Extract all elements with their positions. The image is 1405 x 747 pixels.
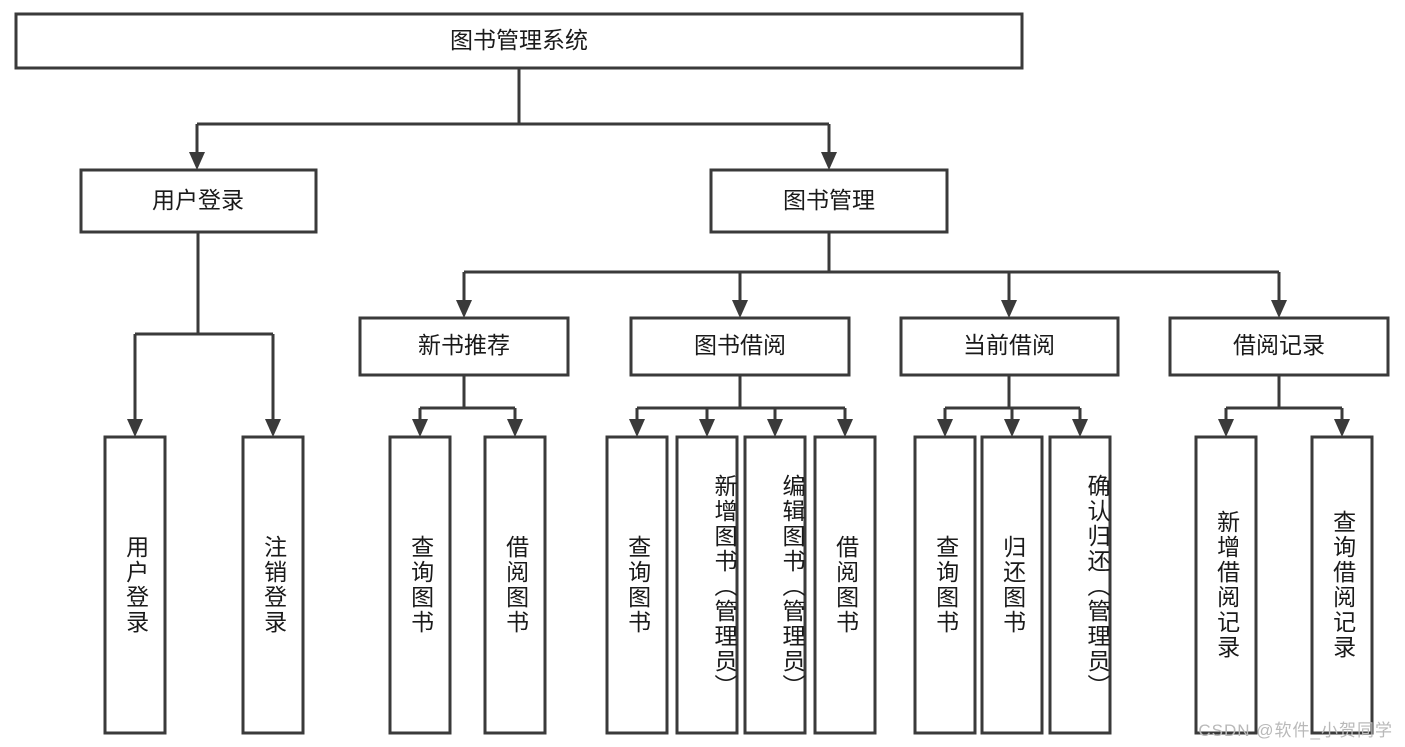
node-new-book-recommend[interactable] bbox=[358, 316, 570, 377]
node-book-management[interactable] bbox=[709, 168, 949, 234]
leaf-box-borrow-book-1[interactable] bbox=[483, 435, 547, 735]
node-borrow-record[interactable] bbox=[1168, 316, 1390, 377]
node-book-borrow-label: 图书借阅 bbox=[694, 332, 786, 358]
node-book-management-label: 图书管理 bbox=[783, 187, 875, 213]
node-root[interactable] bbox=[14, 12, 1024, 70]
node-user-login[interactable] bbox=[79, 168, 318, 234]
connector-borrow-record-to-leaves bbox=[1218, 375, 1350, 437]
leaf-box-edit-book[interactable] bbox=[743, 435, 807, 735]
leaf-box-query-book-1[interactable] bbox=[388, 435, 452, 735]
leaf-box-query-record[interactable] bbox=[1310, 435, 1374, 735]
leaf-box-return-book[interactable] bbox=[980, 435, 1044, 735]
connector-book-borrow-to-leaves bbox=[629, 375, 853, 437]
leaf-box-confirm-return[interactable] bbox=[1048, 435, 1112, 735]
leaf-box-add-record[interactable] bbox=[1194, 435, 1258, 735]
leaf-box-logout-login[interactable] bbox=[241, 435, 305, 735]
connector-book-management-to-level3 bbox=[456, 232, 1287, 318]
connector-user-login-to-leaves bbox=[127, 232, 281, 437]
leaf-box-query-book-3[interactable] bbox=[913, 435, 977, 735]
leaf-box-query-book-2[interactable] bbox=[605, 435, 669, 735]
node-root-label: 图书管理系统 bbox=[450, 27, 588, 53]
connector-new-book-recommend-to-leaves bbox=[412, 375, 523, 437]
node-current-borrow-label: 当前借阅 bbox=[963, 332, 1055, 358]
node-current-borrow[interactable] bbox=[899, 316, 1120, 377]
leaf-box-user-login[interactable] bbox=[103, 435, 167, 735]
node-book-borrow[interactable] bbox=[629, 316, 851, 377]
connector-current-borrow-to-leaves bbox=[937, 375, 1088, 437]
leaf-box-add-book[interactable] bbox=[675, 435, 739, 735]
leaf-box-borrow-book-2[interactable] bbox=[813, 435, 877, 735]
node-user-login-label: 用户登录 bbox=[152, 187, 244, 213]
connector-root-to-level2 bbox=[189, 68, 837, 170]
csdn-watermark: CSDN @软件_小贺同学 bbox=[1198, 721, 1393, 740]
node-new-book-recommend-label: 新书推荐 bbox=[418, 332, 510, 358]
node-borrow-record-label: 借阅记录 bbox=[1233, 332, 1325, 358]
